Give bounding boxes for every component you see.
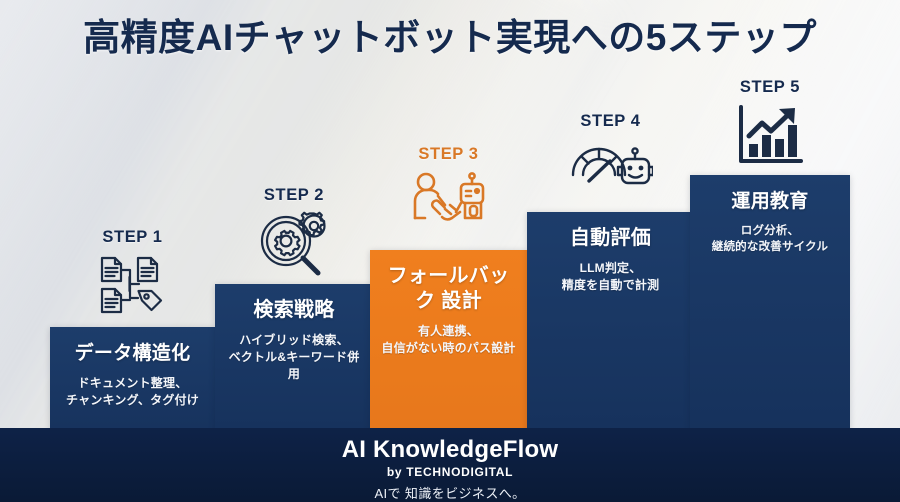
step-4-title: 自動評価 xyxy=(569,227,652,249)
footer-bar: AI KnowledgeFlow by TECHNODIGITAL AIで 知識… xyxy=(0,428,900,502)
step-4-header: STEP 4 xyxy=(527,112,694,199)
step-4-card: 自動評価 LLM判定、 精度を自動で計測 xyxy=(527,212,694,468)
documents-tag-icon xyxy=(100,256,162,314)
step-3-desc-line-2: 自信がない時のパス設計 xyxy=(381,341,516,355)
step-2-desc-line-2: ベクトル&キーワード併用 xyxy=(228,350,360,381)
step-1-desc-line-1: ドキュメント整理、 xyxy=(77,376,188,390)
step-1-label: STEP 1 xyxy=(102,228,163,246)
step-2-desc-line-1: ハイブリッド検索、 xyxy=(239,333,349,347)
step-2-title: 検索戦略 xyxy=(253,299,335,321)
step-2-header: STEP 2 xyxy=(215,186,373,279)
step-1-desc: ドキュメント整理、 チャンキング、タグ付け xyxy=(60,375,205,409)
magnifier-gear-icon xyxy=(260,211,326,276)
step-3-title: フォールバック 設計 xyxy=(380,264,517,314)
step-3-title-line-1: フォールバック xyxy=(387,265,510,312)
bar-chart-arrow-icon xyxy=(739,105,803,163)
step-1-desc-line-2: チャンキング、タグ付け xyxy=(66,393,199,407)
gauge-robot-icon xyxy=(571,147,653,185)
step-5-desc: ログ分析、 継続的な改善サイクル xyxy=(700,223,840,255)
brand-name: AI KnowledgeFlow xyxy=(341,436,559,463)
page-title: 高精度AIチャットボット実現への5ステップ xyxy=(83,17,817,58)
step-4-desc: LLM判定、 精度を自動で計測 xyxy=(537,260,684,294)
brand-byline: by TECHNODIGITAL xyxy=(386,465,514,479)
step-3-header: STEP 3 xyxy=(370,145,527,236)
step-5-card: 運用教育 ログ分析、 継続的な改善サイクル xyxy=(690,175,850,468)
step-3-title-line-2: 設計 xyxy=(441,290,482,312)
step-2-label: STEP 2 xyxy=(263,186,325,204)
step-1-title: データ構造化 xyxy=(74,343,191,364)
step-5-desc-line-2: 継続的な改善サイクル xyxy=(711,241,829,253)
step-3-label: STEP 3 xyxy=(418,145,479,163)
step-2-card: 検索戦略 ハイブリッド検索、 ベクトル&キーワード併用 xyxy=(215,284,373,456)
step-5-title: 運用教育 xyxy=(731,191,809,212)
step-4-desc-line-2: 精度を自動で計測 xyxy=(561,278,660,292)
step-4-label: STEP 4 xyxy=(580,112,641,130)
step-3-desc: 有人連携、 自信がない時のパス設計 xyxy=(380,323,517,357)
human-robot-handshake-icon xyxy=(413,172,484,221)
step-5-header: STEP 5 xyxy=(690,78,850,169)
step-3-desc-line-1: 有人連携、 xyxy=(417,324,479,338)
step-4-desc-line-1: LLM判定、 xyxy=(579,261,642,275)
step-2-desc: ハイブリッド検索、 ベクトル&キーワード併用 xyxy=(225,332,363,383)
step-1-header: STEP 1 xyxy=(50,228,215,319)
step-5-label: STEP 5 xyxy=(739,78,801,96)
brand-tagline: AIで 知識をビジネスへ。 xyxy=(374,486,526,501)
step-5-desc-line-1: ログ分析、 xyxy=(740,225,800,237)
